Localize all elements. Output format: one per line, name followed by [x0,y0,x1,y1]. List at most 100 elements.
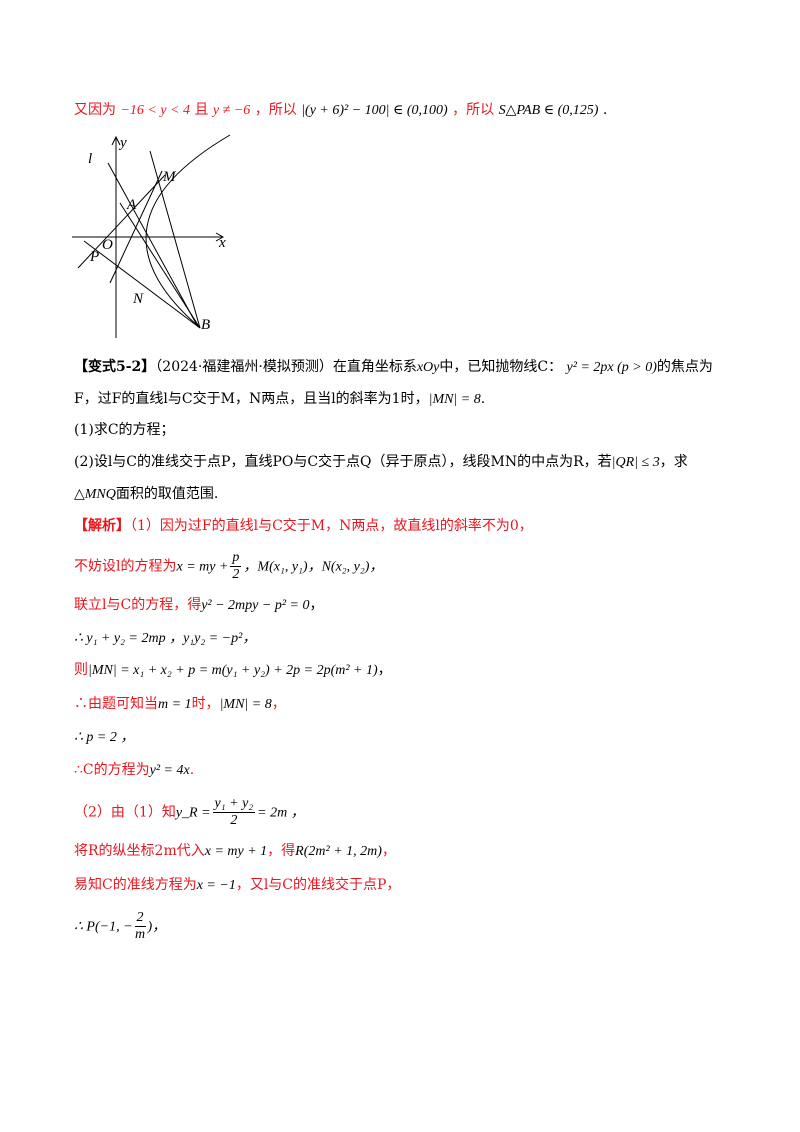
fraction-numerator: y₁ + y₂ [212,796,256,813]
fraction-denominator: 2 [230,813,238,828]
text-segment: 将R的纵坐标2m代入 [74,843,205,859]
abs-range-expression: |(y + 6)² − 100| ∈ (0,100) [301,103,448,118]
midpoint-y-value: = 2m ， [257,805,305,821]
point-definitions: ，M(x₁, y₁)，N(x₂, y₂)， [243,559,384,575]
top-conclusion-line: 又因为 −16 < y < 4 且 y ≠ −6 ，所以 |(y + 6)² −… [74,100,607,121]
triangle-name: △MNQ [74,487,116,502]
label-x: x [218,235,226,251]
text-segment: . [189,762,195,778]
vieta-relations: ∴ y₁ + y₂ = 2mp ，y₁y₂ = −p²， [74,631,257,646]
text-segment: （2）由（1）知 [74,804,176,821]
problem-source: （2024·福建福州·模拟预测） [155,359,333,375]
point-p-start: ∴ P(−1, − [74,919,133,935]
line-l [107,162,199,328]
text-segment: (2)设l与C的准线交于点P，直线PO与C交于点Q（异于原点），线段MN的中点为… [74,454,612,470]
line-pb [83,240,201,329]
fraction-denominator: m [134,927,146,942]
label-a: A [126,197,137,213]
directrix-equation: x = −1 [196,878,236,893]
solution-line-10: 将R的纵坐标2m代入x = my + 1，得R(2m² + 1, 2m)， [74,841,396,862]
label-o: O [102,237,113,253]
qr-condition: |QR| ≤ 3 [611,455,660,470]
parabola-curve [145,134,231,327]
text-segment: 时， [191,696,220,712]
solution-line-7: ∴ p = 2 ， [74,727,134,748]
solution-line-4: ∴ y₁ + y₂ = 2mp ，y₁y₂ = −p²， [74,628,256,649]
parabola-figure: y x l O P A M N B [72,134,231,338]
point-p-end: )， [147,919,167,935]
solution-line-5: 则|MN| = x₁ + x₂ + p = m(y₁ + y₂) + 2p = … [74,660,392,681]
curve-name: C： [537,359,563,375]
question-2-line-1: (2)设l与C的准线交于点P，直线PO与C交于点Q（异于原点），线段MN的中点为… [74,452,688,473]
text-segment: ，求 [659,454,688,470]
line-equation-p2: x = my + 1 [204,844,268,859]
text-segment: . [602,102,608,118]
label-b: B [201,317,210,333]
text-segment: . [480,391,486,407]
quadratic-equation: y² − 2mpy − p² = 0 [201,598,310,613]
label-y: y [118,135,127,151]
problem-line-2: F，过F的直线l与C交于M，N两点，且当l的斜率为1时，|MN| = 8. [74,389,485,410]
slope-condition: m = 1 [158,697,192,712]
solution-line-1: 【解析】（1）因为过F的直线l与C交于M，N两点，故直线l的斜率不为0， [74,516,533,536]
text-segment: ∴C的方程为 [74,762,150,778]
text-segment: 且 [194,102,209,118]
question-1: (1)求C的方程； [74,422,175,438]
text-segment: 不妨设l的方程为 [74,558,177,575]
chord-length-derivation: |MN| = x₁ + x₂ + p = m(y₁ + y₂) + 2p = 2… [88,663,378,678]
text-segment: ，得 [267,843,296,859]
text-segment: 又因为 [74,102,116,118]
chord-length-expression: |MN| = 8 [428,392,481,407]
p-value: ∴ p = 2 ， [74,730,135,745]
solution-line-8: ∴C的方程为y² = 4x. [74,760,194,781]
fraction-numerator: 2 [134,910,146,927]
line-equation: x = my + [176,559,229,575]
text-segment: ， [381,843,396,859]
midpoint-r: R(2m² + 1, 2m) [295,844,382,859]
text-segment: 易知C的准线方程为 [74,877,197,893]
fraction-denominator: 2 [232,567,240,582]
text-segment: 面积的取值范围. [115,486,219,502]
parabola-equation: y² = 2px (p > 0) [566,360,657,375]
y-range-expression: −16 < y < 4 [120,103,191,118]
text-segment: 中，已知抛物线 [439,359,538,375]
problem-line-1: 【变式5-2】（2024·福建福州·模拟预测）在直角坐标系xOy中，已知抛物线C… [74,357,713,378]
x-axis-arrow-icon [215,232,225,242]
text-segment: ， [377,662,392,678]
text-segment: F，过F的直线l与C交于M，N两点，且当l的斜率为1时， [74,391,429,407]
solution-line-11: 易知C的准线方程为x = −1，又l与C的准线交于点P， [74,875,400,896]
text-segment: ， [271,696,286,712]
midpoint-y-label: y_R = [175,805,211,821]
label-n: N [132,291,144,307]
parabola-result: y² = 4x [149,763,190,778]
text-segment: 的焦点为 [656,359,713,375]
solution-tag: 【解析】 [74,518,130,534]
line-mn [109,170,163,284]
text-segment: 联立l与C的方程，得 [74,597,202,613]
question-2-line-2: △MNQ面积的取值范围. [74,484,218,505]
problem-tag: 【变式5-2】 [74,359,156,375]
line-pa [77,174,166,269]
y-exclusion-expression: y ≠ −6 [212,103,251,118]
text-segment: ，所以 [254,102,297,118]
line-mb [149,150,201,329]
text-segment: ∴由题可知当 [74,696,158,712]
label-l: l [88,151,92,167]
text-segment: （1）因为过F的直线l与C交于M，N两点，故直线l的斜率不为0， [130,518,533,534]
solution-line-3: 联立l与C的方程，得y² − 2mpy − p² = 0， [74,595,323,616]
y-axis-arrow-icon [111,135,121,146]
chord-length-value: |MN| = 8 [219,697,272,712]
line-ab [119,202,201,329]
text-segment: ，所以 [452,102,495,118]
fraction-numerator: p [230,550,242,567]
coordinate-system: xOy [416,360,440,375]
text-segment: 在直角坐标系 [332,359,417,375]
text-segment: ， [309,597,324,613]
area-range-expression: S△PAB ∈ (0,125) [498,103,599,118]
label-p: P [89,249,99,265]
